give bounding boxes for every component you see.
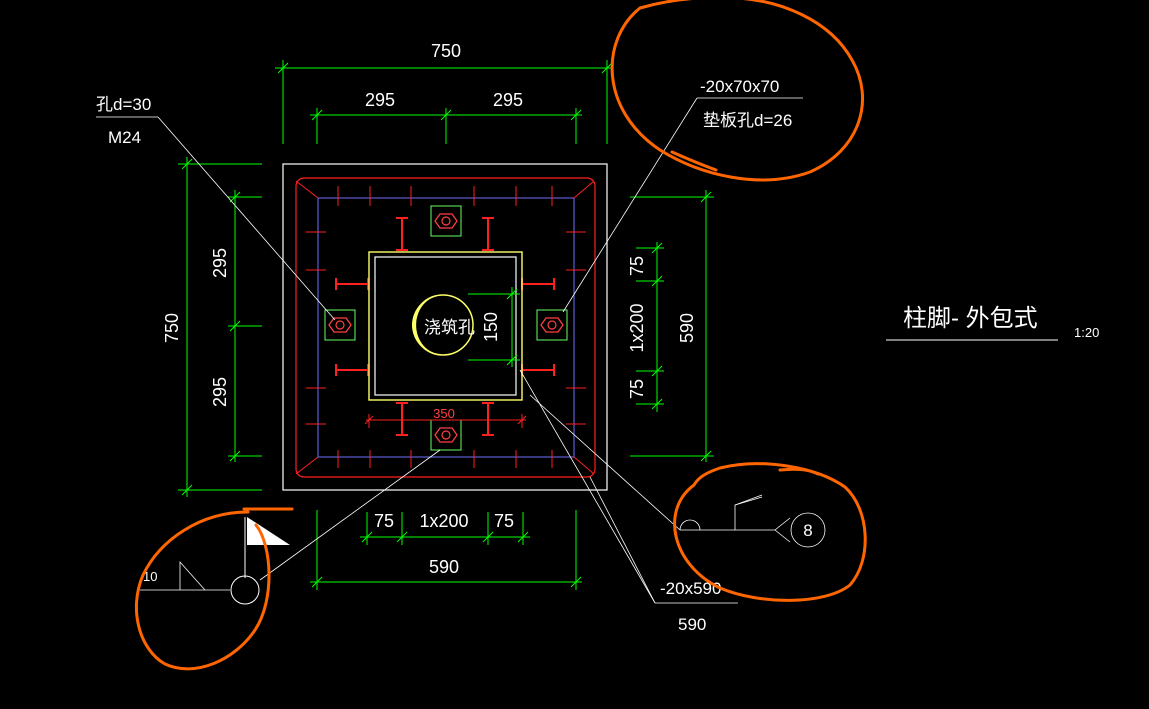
- markup-circles: [134, 0, 867, 671]
- baseplate-width-label: 590: [678, 615, 706, 634]
- drawing-title: 柱脚- 外包式: [903, 305, 1038, 332]
- drawing-scale: 1:20: [1074, 325, 1099, 340]
- dim-left-bottom: 295: [210, 377, 230, 407]
- weld-size-label: 10: [143, 569, 157, 584]
- plate-hole-label: 垫板孔d=26: [703, 111, 792, 130]
- dim-right-bottom: 75: [627, 379, 647, 399]
- dim-top-right: 295: [493, 90, 523, 110]
- baseplate-thickness-label: -20x590: [660, 579, 721, 598]
- dim-bottom-left: 75: [374, 511, 394, 531]
- dim-top-left: 295: [365, 90, 395, 110]
- dim-bottom-overall: 590: [429, 557, 459, 577]
- dim-right-mid: 1x200: [627, 303, 647, 352]
- anchor-bolt-right: [536, 309, 568, 341]
- markup-circle-top-right: [610, 0, 865, 182]
- plate-size-label: -20x70x70: [700, 77, 779, 96]
- hole-diameter-label: 孔d=30: [96, 95, 151, 114]
- dim-bottom-right: 75: [494, 511, 514, 531]
- anchor-bolt-bottom: [430, 419, 462, 451]
- weld-flag: [230, 517, 290, 605]
- pour-hole-label: 浇筑孔: [424, 318, 475, 337]
- dim-inner-350: 350: [433, 406, 455, 421]
- steel-column: [368, 251, 523, 401]
- anchor-bolt-top: [430, 205, 462, 237]
- leader-lines: [96, 97, 826, 604]
- outer-base-outline: [282, 163, 608, 491]
- dim-inner-150: 150: [481, 312, 501, 342]
- dim-top-overall: 750: [431, 41, 461, 61]
- weld-reference-number: 8: [803, 521, 812, 540]
- dimension-lines: [178, 60, 714, 590]
- dim-left-top: 295: [210, 248, 230, 278]
- dim-350: [364, 414, 527, 428]
- stud-ticks: [306, 186, 586, 468]
- markup-circle-right: [673, 462, 867, 602]
- dim-bottom-mid: 1x200: [419, 511, 468, 531]
- steel-baseplate: [295, 177, 596, 478]
- dim-right-top: 75: [627, 256, 647, 276]
- markup-circle-bottom-left: [134, 507, 294, 671]
- dim-left-overall: 750: [162, 313, 182, 343]
- dim-right-overall: 590: [677, 313, 697, 343]
- bolt-size-label: M24: [108, 128, 141, 147]
- anchor-bolt-left: [324, 309, 356, 341]
- pour-hole: 浇筑孔: [412, 294, 475, 356]
